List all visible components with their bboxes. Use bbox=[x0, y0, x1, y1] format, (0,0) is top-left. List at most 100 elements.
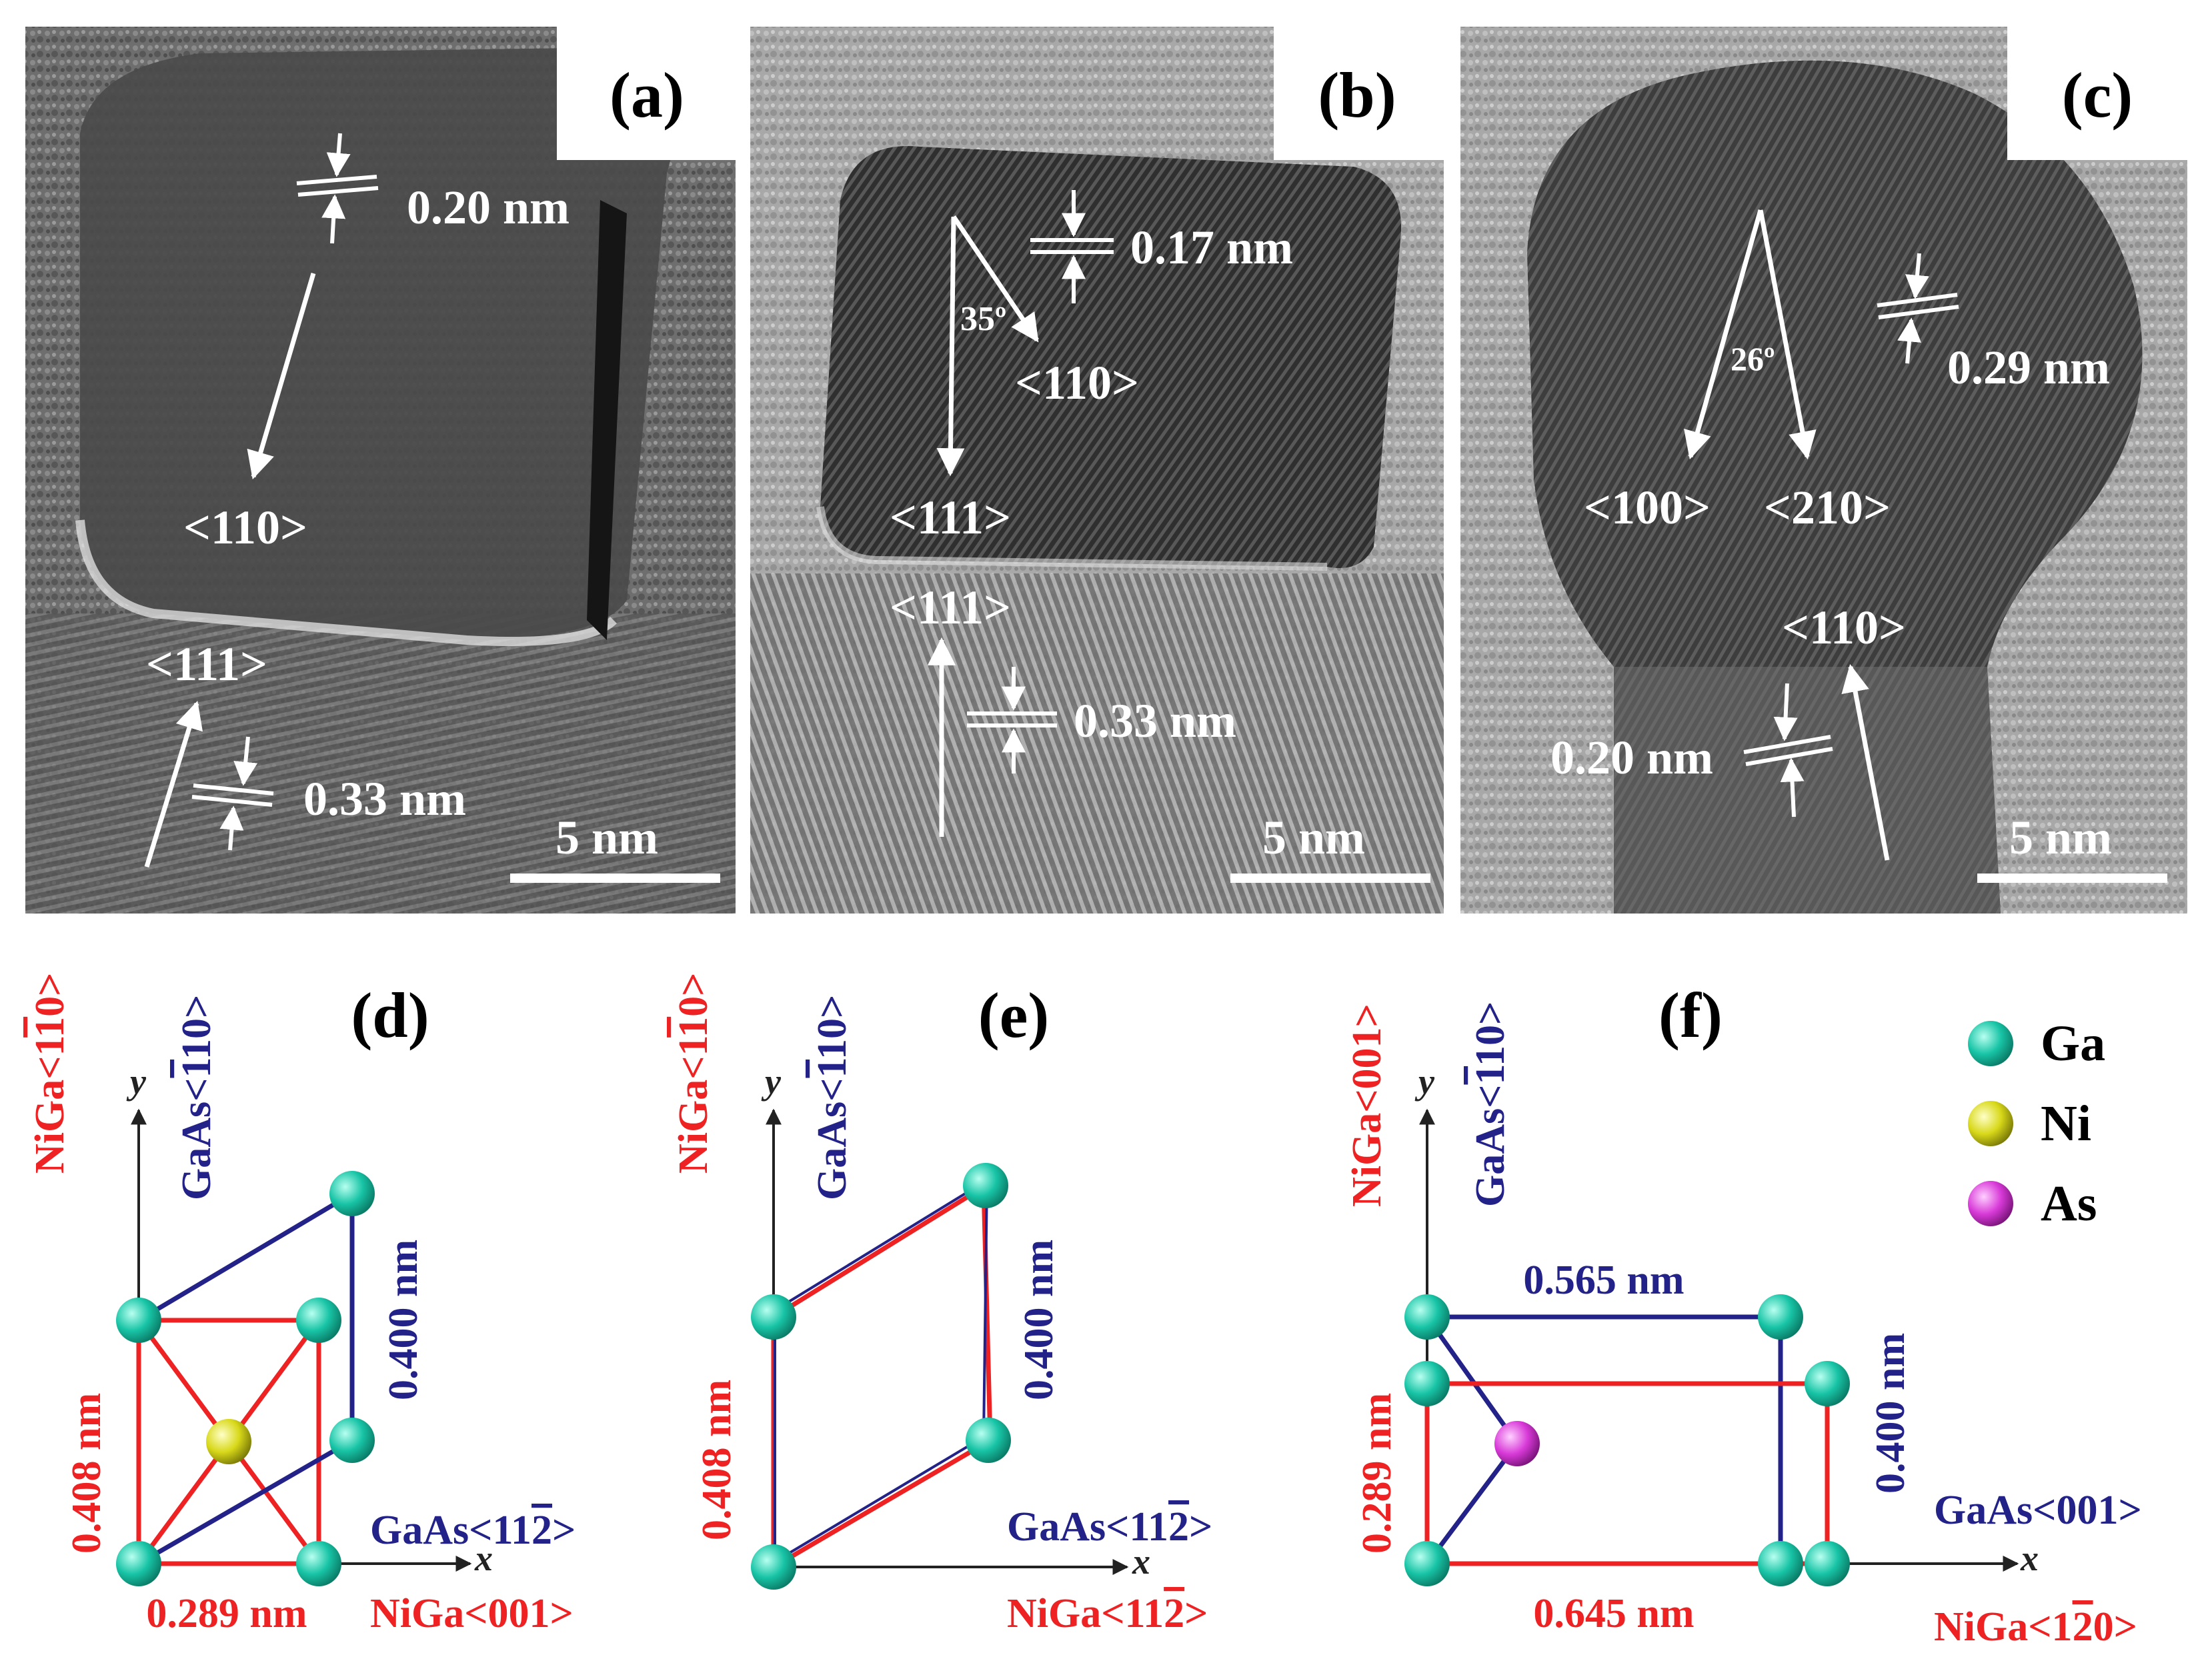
y-axis-letter: y bbox=[761, 1062, 782, 1102]
direction-arrow bbox=[1841, 663, 1890, 861]
d-spacing-marker bbox=[191, 736, 274, 851]
direction-arrow bbox=[936, 216, 965, 477]
x-axis-letter: x bbox=[2020, 1538, 2039, 1578]
ga-atom bbox=[963, 1163, 1008, 1208]
y-axis-red-label: NiGa<110> bbox=[27, 973, 73, 1174]
ga-atom bbox=[296, 1298, 341, 1343]
direction-label: <100> bbox=[1584, 481, 1711, 534]
ga-atom bbox=[1805, 1361, 1850, 1406]
ga-atom bbox=[1758, 1541, 1803, 1586]
niga-cell bbox=[1424, 1381, 1830, 1566]
ga-atom bbox=[116, 1541, 161, 1586]
d-spacing-marker bbox=[1877, 253, 1959, 364]
d-spacing-marker bbox=[1030, 190, 1114, 303]
ga-atom bbox=[966, 1418, 1011, 1463]
legend-ni-label: Ni bbox=[2041, 1096, 2091, 1152]
x-axis-red-label: NiGa<112> bbox=[1007, 1591, 1208, 1636]
d-spacing-marker bbox=[1743, 683, 1833, 817]
direction-label: <111> bbox=[890, 581, 1011, 634]
panel-b-label-box bbox=[1274, 27, 1444, 160]
direction-arrow bbox=[952, 215, 1039, 343]
x-axis-blue-label: GaAs<001> bbox=[1934, 1488, 2142, 1533]
legend-ni-swatch bbox=[1968, 1101, 2013, 1146]
as-atom bbox=[1494, 1421, 1540, 1466]
legend-as-label: As bbox=[2041, 1176, 2097, 1232]
dimension-label: 0.645 nm bbox=[1533, 1591, 1694, 1636]
spacing-label: 0.33 nm bbox=[1074, 694, 1236, 747]
spacing-label: 0.20 nm bbox=[1550, 731, 1713, 784]
dimension-label: 0.400 nm bbox=[381, 1240, 426, 1400]
ga-atom bbox=[1404, 1294, 1450, 1340]
d-spacing-marker bbox=[296, 133, 379, 244]
y-axis-red-label: NiGa<110> bbox=[671, 973, 716, 1174]
direction-arrow bbox=[1684, 209, 1763, 460]
panel-e-label: (e) bbox=[978, 980, 1050, 1051]
y-axis-letter: y bbox=[126, 1062, 147, 1102]
ga-atom bbox=[751, 1294, 796, 1340]
nanoparticle bbox=[820, 146, 1402, 568]
dimension-label: 0.289 nm bbox=[1354, 1393, 1400, 1554]
y-axis-letter: y bbox=[1414, 1062, 1435, 1102]
direction-label: <111> bbox=[890, 491, 1011, 544]
x-axis-blue-label: GaAs<112> bbox=[370, 1508, 576, 1553]
angle-label: 35º bbox=[960, 300, 1006, 338]
legend-ga-label: Ga bbox=[2041, 1016, 2105, 1072]
x-axis-red-label: NiGa<001> bbox=[370, 1591, 574, 1636]
ga-atom bbox=[116, 1298, 161, 1343]
direction-label: <210> bbox=[1764, 481, 1891, 534]
panel-a: (a) 0.20 nm <110> <111> 0.33 nm 5 nm bbox=[25, 27, 737, 914]
legend-ga-swatch bbox=[1968, 1021, 2013, 1066]
angle-label: 26º bbox=[1731, 340, 1775, 377]
y-axis-blue-label: GaAs<110> bbox=[810, 995, 855, 1200]
legend-as-swatch bbox=[1968, 1181, 2013, 1226]
panel-f: (f) NiGa<001> GaAs<110> y x 0.565 nm 0.2… bbox=[1344, 980, 2142, 1650]
direction-arrow bbox=[1758, 209, 1817, 460]
panel-d-label: (d) bbox=[351, 980, 429, 1051]
nanoparticle bbox=[80, 47, 680, 640]
ga-atom bbox=[329, 1171, 375, 1216]
panel-c-label-box bbox=[2007, 27, 2187, 160]
ga-atom bbox=[1404, 1541, 1450, 1586]
spacing-label: 0.17 nm bbox=[1130, 221, 1293, 274]
dimension-label: 0.408 nm bbox=[694, 1380, 740, 1540]
x-axis-letter: x bbox=[1132, 1542, 1150, 1582]
panel-f-label: (f) bbox=[1658, 980, 1723, 1051]
spacing-label: 0.20 nm bbox=[407, 181, 570, 234]
direction-label: <110> bbox=[183, 501, 307, 554]
scale-bar-label: 5 nm bbox=[1262, 811, 1365, 864]
panel-b-label: (b) bbox=[1318, 59, 1396, 131]
panel-c: (c) 26º 0.29 nm <100> <210> <110> 0.20 n… bbox=[1460, 27, 2187, 914]
panel-c-label: (c) bbox=[2062, 59, 2133, 131]
panel-a-label: (a) bbox=[610, 59, 684, 131]
x-axis-blue-label: GaAs<112> bbox=[1007, 1504, 1212, 1550]
dimension-label: 0.400 nm bbox=[1868, 1333, 1913, 1494]
panel-d: (d) NiGa<110> GaAs<110> y x 0.408 nm 0.4… bbox=[27, 973, 576, 1636]
direction-label: <110> bbox=[1015, 356, 1139, 409]
scale-bar-label: 5 nm bbox=[556, 811, 658, 864]
x-axis-red-label: NiGa<120> bbox=[1934, 1604, 2137, 1650]
ga-atom bbox=[1805, 1541, 1850, 1586]
y-axis-blue-label: GaAs<110> bbox=[174, 995, 219, 1200]
ni-atom bbox=[206, 1419, 251, 1464]
ga-atom bbox=[1758, 1294, 1803, 1340]
x-axis-letter: x bbox=[474, 1538, 493, 1578]
ga-atom bbox=[296, 1541, 341, 1586]
gaas-cell bbox=[1425, 1314, 1783, 1566]
ga-atom bbox=[1404, 1361, 1450, 1406]
scale-bar-label: 5 nm bbox=[2009, 811, 2112, 864]
panel-b: (b) 0.17 nm 35º <110> <111> <111> 0.33 n… bbox=[750, 27, 1444, 914]
panel-a-label-box bbox=[557, 27, 737, 160]
dimension-label: 0.565 nm bbox=[1523, 1258, 1684, 1303]
y-axis-blue-label: GaAs<110> bbox=[1468, 1002, 1513, 1207]
d-spacing-marker bbox=[967, 667, 1057, 773]
y-axis-red-label: NiGa<001> bbox=[1344, 1004, 1390, 1207]
dimension-label: 0.408 nm bbox=[64, 1393, 109, 1554]
scale-bar bbox=[510, 874, 720, 883]
spacing-label: 0.33 nm bbox=[303, 772, 466, 825]
direction-arrow bbox=[247, 273, 316, 480]
dimension-label: 0.400 nm bbox=[1016, 1240, 1062, 1400]
legend: Ga Ni As bbox=[1968, 1016, 2105, 1232]
spacing-label: 0.29 nm bbox=[1947, 341, 2110, 394]
direction-arrow bbox=[144, 700, 203, 868]
